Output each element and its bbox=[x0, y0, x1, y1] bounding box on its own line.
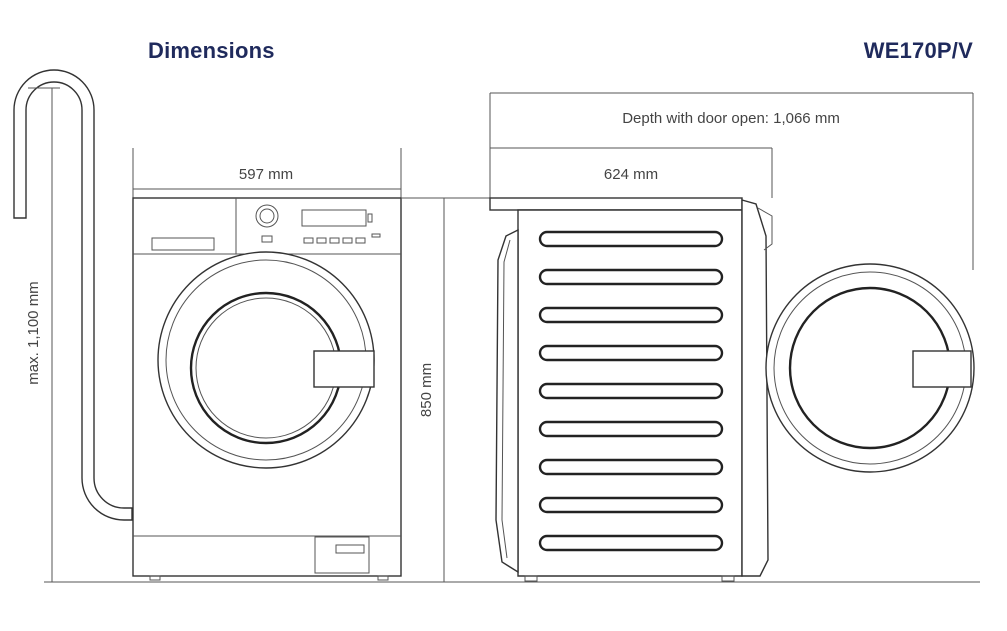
page-title: Dimensions bbox=[148, 38, 275, 63]
max-height-dimension: max. 1,100 mm bbox=[25, 87, 980, 583]
program-buttons bbox=[303, 233, 381, 244]
height-dimension: 850 mm bbox=[401, 197, 490, 582]
model-number: WE170P/V bbox=[863, 38, 973, 63]
max-height-label: max. 1,100 mm bbox=[25, 281, 42, 384]
vent-slots bbox=[538, 230, 724, 552]
depth-door-open-label: Depth with door open: 1,066 mm bbox=[622, 110, 840, 127]
depth-label: 624 mm bbox=[604, 166, 658, 183]
drain-hose bbox=[13, 69, 133, 521]
side-view: Depth with door open: 1,066 mm 624 mm bbox=[489, 92, 975, 582]
open-door bbox=[765, 263, 975, 473]
front-view: 597 mm bbox=[132, 148, 402, 581]
width-label: 597 mm bbox=[239, 166, 293, 183]
height-label: 850 mm bbox=[418, 363, 435, 417]
